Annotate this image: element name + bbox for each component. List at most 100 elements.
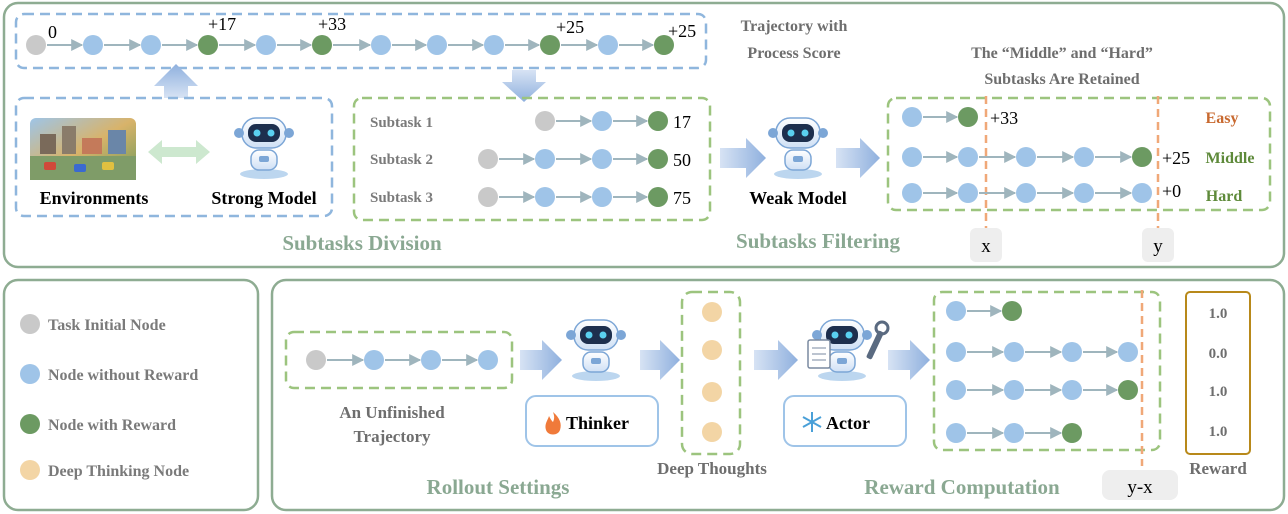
env-strong-box	[14, 96, 334, 218]
top-panel	[2, 1, 1286, 269]
double-arrow	[148, 140, 210, 164]
legend: Task Initial Node Node without Reward No…	[20, 314, 198, 480]
reward-node	[540, 35, 560, 55]
reward-node	[198, 35, 218, 55]
to-thoughts-arrow	[640, 340, 680, 380]
down-arrow	[502, 70, 546, 102]
clipboard-icon	[807, 339, 831, 369]
thinker-robot	[565, 319, 627, 382]
legend-thinking-node	[20, 460, 40, 480]
legend-item-thinking: Deep Thinking Node	[48, 463, 189, 480]
legend-item-reward: Node with Reward	[48, 417, 176, 434]
legend-gray-node	[20, 314, 40, 334]
plain-node	[902, 183, 922, 203]
subtask-label-3: Subtask 3	[370, 190, 433, 206]
filter-node-chains	[902, 107, 1152, 203]
unfinished-trajectory-box	[284, 330, 514, 390]
traj-score-2: +33	[318, 14, 346, 34]
reward-computation-box	[932, 290, 1162, 452]
plain-node	[1004, 342, 1024, 362]
reward-node	[1062, 423, 1082, 443]
plain-node	[83, 35, 103, 55]
fire-icon	[545, 412, 561, 435]
thinking-node	[702, 302, 722, 322]
subtask-score-1: 17	[673, 112, 691, 132]
reward-node	[958, 107, 978, 127]
reward-value-4: 1.0	[1209, 424, 1228, 440]
thinker-box[interactable]	[525, 395, 659, 447]
initial-node	[478, 149, 498, 169]
subtask-score-3: 75	[673, 188, 691, 208]
actor-box[interactable]	[783, 395, 907, 447]
plain-node	[946, 380, 966, 400]
filter-score-2: +25	[1162, 148, 1190, 168]
plain-node	[478, 350, 498, 370]
plain-node	[902, 147, 922, 167]
plain-node	[592, 111, 612, 131]
subtasks-division-title: Subtasks Division	[282, 231, 442, 255]
plain-node	[902, 107, 922, 127]
thinking-nodes	[702, 302, 722, 442]
reward-values-box	[1185, 291, 1251, 455]
plain-node	[1132, 183, 1152, 203]
reward-node-chains	[946, 301, 1138, 443]
trajectory-box	[14, 12, 708, 70]
to-thinker-arrow	[520, 340, 562, 380]
wrench-icon	[866, 320, 890, 360]
plain-node	[946, 423, 966, 443]
initial-node	[26, 35, 46, 55]
to-reward-arrow	[888, 340, 930, 380]
strong-model-robot	[233, 117, 295, 180]
initial-node	[306, 350, 326, 370]
subtasks-division-box	[352, 96, 712, 222]
plain-node	[592, 187, 612, 207]
filter-score-3: +0	[1162, 181, 1181, 201]
strong-model-label: Strong Model	[211, 188, 316, 208]
thinking-node	[702, 422, 722, 442]
legend-green-node	[20, 414, 40, 434]
to-filter-arrow	[836, 138, 880, 178]
snowflake-icon	[802, 412, 822, 432]
reward-label: Reward	[1189, 459, 1247, 478]
plain-node	[535, 149, 555, 169]
plain-node	[1062, 342, 1082, 362]
plain-node	[946, 301, 966, 321]
plain-node	[535, 187, 555, 207]
plain-node	[427, 35, 447, 55]
to-actor-arrow	[754, 340, 798, 380]
traj-score-0: 0	[48, 22, 57, 42]
plain-node	[371, 35, 391, 55]
plain-node	[1016, 183, 1036, 203]
to-weak-arrow	[720, 138, 766, 178]
plain-node	[256, 35, 276, 55]
yx-label: y-x	[1127, 477, 1153, 498]
reward-value-2: 0.0	[1209, 346, 1228, 362]
plain-node	[592, 149, 612, 169]
plain-node	[364, 350, 384, 370]
reward-node	[1132, 147, 1152, 167]
reward-node	[312, 35, 332, 55]
thinking-node	[702, 340, 722, 360]
plain-node	[598, 35, 618, 55]
weak-model-label: Weak Model	[749, 188, 847, 208]
y-label: y	[1153, 236, 1163, 257]
env-label: Environments	[40, 188, 149, 208]
actor-label: Actor	[826, 413, 870, 433]
legend-item-initial: Task Initial Node	[48, 317, 166, 334]
reward-node	[648, 149, 668, 169]
x-label-box	[970, 228, 1002, 262]
weak-model-robot	[767, 117, 829, 180]
reward-node	[654, 35, 674, 55]
plain-node	[1074, 147, 1094, 167]
difficulty-hard: Hard	[1206, 188, 1243, 205]
plain-node	[1016, 147, 1036, 167]
subtask-node-chains	[478, 111, 668, 207]
thinker-label: Thinker	[566, 413, 629, 433]
plain-node	[1062, 380, 1082, 400]
traj-score-4: +25	[668, 21, 696, 41]
plain-node	[141, 35, 161, 55]
plain-node	[421, 350, 441, 370]
traj-score-3: +25	[556, 17, 584, 37]
plain-node	[1004, 380, 1024, 400]
filter-header-line2: Subtasks Are Retained	[984, 71, 1139, 88]
